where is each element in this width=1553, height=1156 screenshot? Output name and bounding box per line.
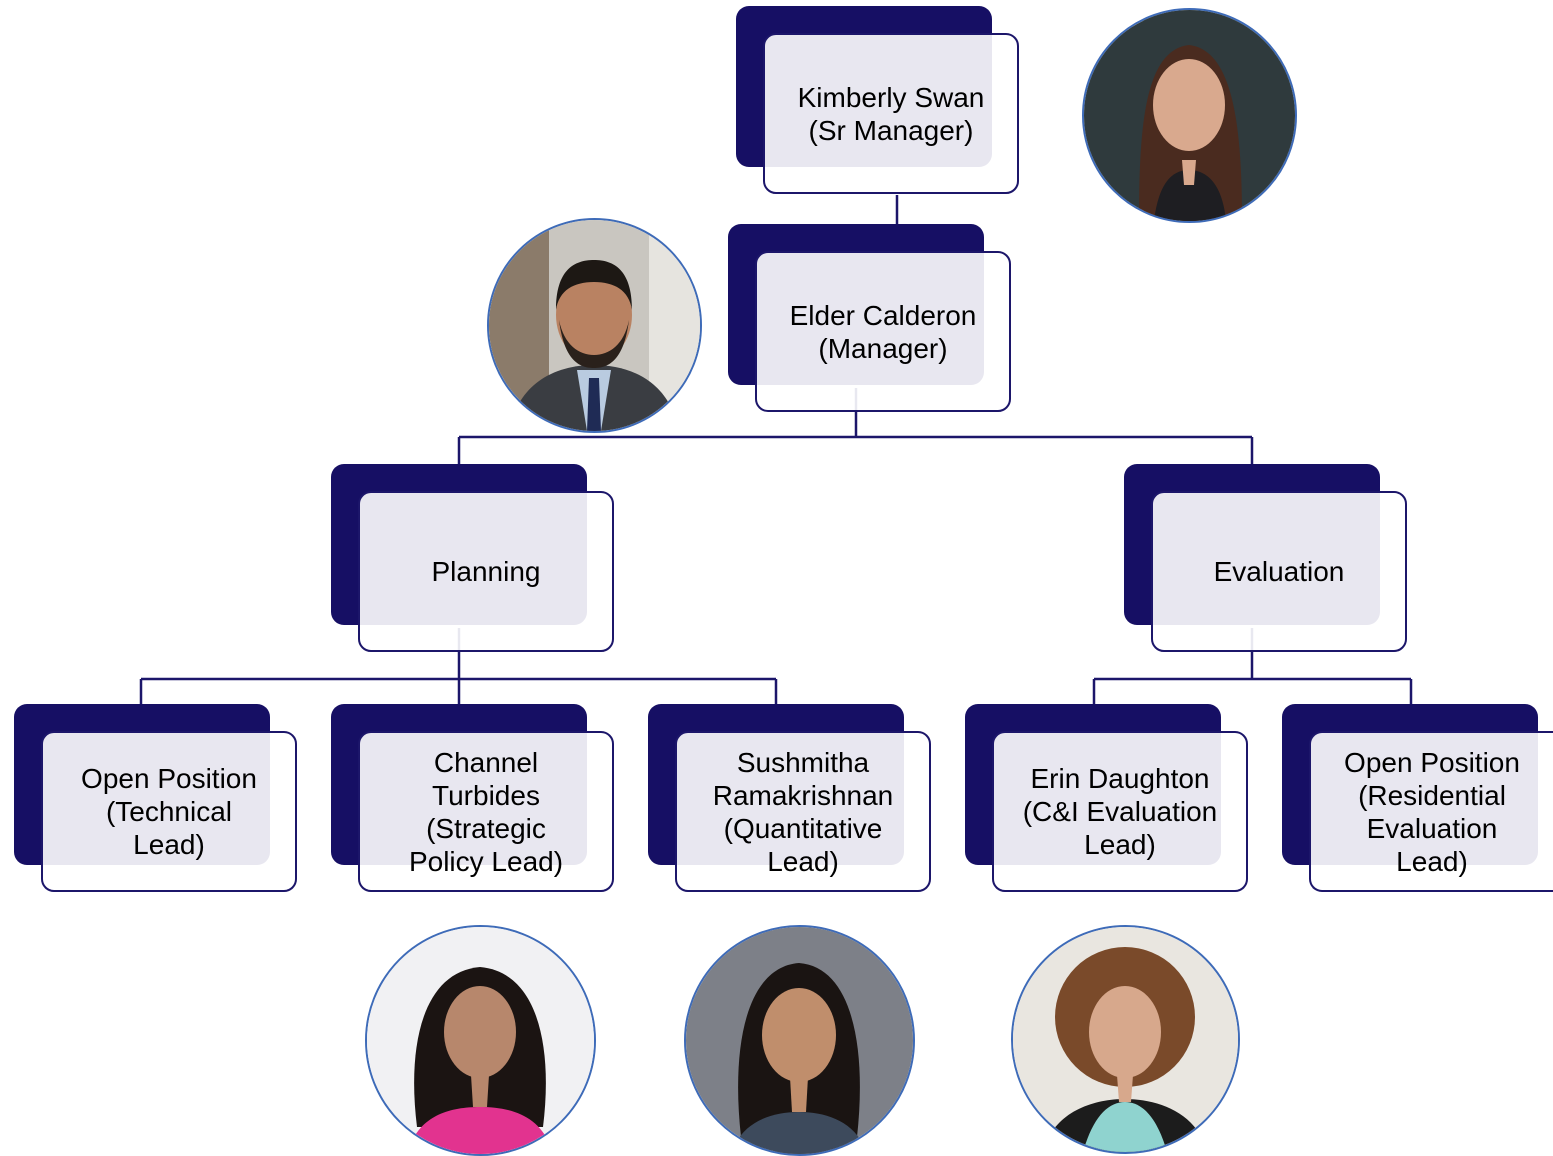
node-card: Open Position (Residential Evaluation Le…: [1309, 731, 1553, 892]
portrait-photo: [1084, 10, 1295, 221]
node-label-technical-lead: Open Position (Technical Lead): [81, 763, 257, 860]
node-label-manager: Elder Calderon (Manager): [789, 299, 977, 364]
photo-elder-calderon: [487, 218, 702, 433]
node-card: Kimberly Swan (Sr Manager): [763, 33, 1019, 194]
node-label-planning: Planning: [431, 556, 541, 587]
photo-erin-daughton: [1011, 925, 1240, 1154]
node-label-ci-evaluation-lead: Erin Daughton (C&I Evaluation Lead): [1022, 763, 1218, 860]
node-card: Planning: [358, 491, 614, 652]
node-label-quantitative-lead: Sushmitha Ramakrishnan (Quantitative Lea…: [712, 746, 894, 877]
node-label-sr-manager: Kimberly Swan (Sr Manager): [797, 81, 985, 146]
node-card: Erin Daughton (C&I Evaluation Lead): [992, 731, 1248, 892]
node-card: Evaluation: [1151, 491, 1407, 652]
node-card: Channel Turbides (Strategic Policy Lead): [358, 731, 614, 892]
portrait-photo: [489, 220, 700, 431]
photo-channel-turbides: [365, 925, 596, 1156]
node-card: Open Position (Technical Lead): [41, 731, 297, 892]
node-label-residential-evaluation-lead: Open Position (Residential Evaluation Le…: [1344, 746, 1520, 877]
node-label-evaluation: Evaluation: [1213, 556, 1345, 587]
node-card: Elder Calderon (Manager): [755, 251, 1011, 412]
node-label-strategic-policy-lead: Channel Turbides (Strategic Policy Lead): [408, 746, 564, 877]
photo-sushmitha-ramakrishnan: [684, 925, 915, 1156]
node-card: Sushmitha Ramakrishnan (Quantitative Lea…: [675, 731, 931, 892]
portrait-photo: [367, 927, 594, 1154]
photo-kimberly-swan: [1082, 8, 1297, 223]
portrait-photo: [1013, 927, 1238, 1152]
portrait-photo: [686, 927, 913, 1154]
